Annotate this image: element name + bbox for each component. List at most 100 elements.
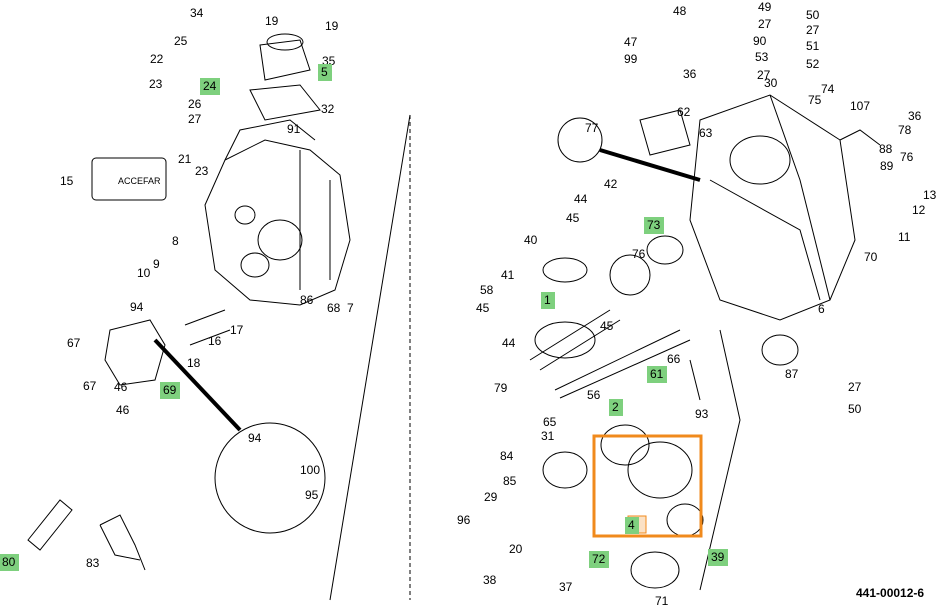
callout-63[interactable]: 63 bbox=[699, 126, 713, 140]
callout-23[interactable]: 23 bbox=[149, 77, 163, 91]
callout-50[interactable]: 50 bbox=[848, 402, 862, 416]
callout-88[interactable]: 88 bbox=[879, 142, 893, 156]
callout-37[interactable]: 37 bbox=[559, 580, 573, 594]
callout-77[interactable]: 77 bbox=[585, 121, 599, 135]
callout-45[interactable]: 45 bbox=[566, 211, 580, 225]
callout-5[interactable]: 5 bbox=[318, 64, 332, 81]
callout-107[interactable]: 107 bbox=[850, 99, 870, 113]
callout-27[interactable]: 27 bbox=[757, 68, 771, 82]
callout-4[interactable]: 4 bbox=[625, 517, 639, 534]
callout-32[interactable]: 32 bbox=[321, 102, 335, 116]
callout-66[interactable]: 66 bbox=[667, 352, 681, 366]
callout-27[interactable]: 27 bbox=[848, 380, 862, 394]
callout-68[interactable]: 68 bbox=[327, 301, 341, 315]
callout-19[interactable]: 19 bbox=[325, 19, 339, 33]
callout-42[interactable]: 42 bbox=[604, 177, 618, 191]
callout-75[interactable]: 75 bbox=[808, 93, 822, 107]
callout-17[interactable]: 17 bbox=[230, 323, 244, 337]
callout-99[interactable]: 99 bbox=[624, 52, 638, 66]
callout-70[interactable]: 70 bbox=[864, 250, 878, 264]
callout-12[interactable]: 12 bbox=[912, 203, 926, 217]
callout-95[interactable]: 95 bbox=[305, 488, 319, 502]
callout-71[interactable]: 71 bbox=[655, 594, 669, 608]
callout-8[interactable]: 8 bbox=[172, 234, 179, 248]
callout-80[interactable]: 80 bbox=[0, 554, 19, 571]
callout-58[interactable]: 58 bbox=[480, 283, 494, 297]
callout-100[interactable]: 100 bbox=[300, 463, 320, 477]
callout-74[interactable]: 74 bbox=[821, 82, 835, 96]
callout-2[interactable]: 2 bbox=[609, 399, 623, 416]
callout-36[interactable]: 36 bbox=[683, 67, 697, 81]
callout-53[interactable]: 53 bbox=[755, 50, 769, 64]
callout-25[interactable]: 25 bbox=[174, 34, 188, 48]
callout-78[interactable]: 78 bbox=[898, 123, 912, 137]
callout-87[interactable]: 87 bbox=[785, 367, 799, 381]
callout-38[interactable]: 38 bbox=[483, 573, 497, 587]
callout-93[interactable]: 93 bbox=[695, 407, 709, 421]
callout-89[interactable]: 89 bbox=[880, 159, 894, 173]
callout-47[interactable]: 47 bbox=[624, 35, 638, 49]
callout-76[interactable]: 76 bbox=[632, 247, 646, 261]
callout-48[interactable]: 48 bbox=[673, 4, 687, 18]
callout-83[interactable]: 83 bbox=[86, 556, 100, 570]
callout-16[interactable]: 16 bbox=[208, 334, 222, 348]
callout-22[interactable]: 22 bbox=[150, 52, 164, 66]
callout-10[interactable]: 10 bbox=[137, 266, 151, 280]
callout-26[interactable]: 26 bbox=[188, 97, 202, 111]
callout-31[interactable]: 31 bbox=[541, 429, 555, 443]
callout-34[interactable]: 34 bbox=[190, 6, 204, 20]
callout-50[interactable]: 50 bbox=[806, 8, 820, 22]
callout-1[interactable]: 1 bbox=[541, 292, 555, 309]
callout-96[interactable]: 96 bbox=[457, 513, 471, 527]
callout-46[interactable]: 46 bbox=[114, 380, 128, 394]
callout-29[interactable]: 29 bbox=[484, 490, 498, 504]
callout-44[interactable]: 44 bbox=[502, 336, 516, 350]
callout-20[interactable]: 20 bbox=[509, 542, 523, 556]
callout-36[interactable]: 36 bbox=[908, 109, 922, 123]
callout-27[interactable]: 27 bbox=[188, 112, 202, 126]
callout-84[interactable]: 84 bbox=[500, 449, 514, 463]
callout-24[interactable]: 24 bbox=[200, 78, 220, 95]
callout-94[interactable]: 94 bbox=[248, 431, 262, 445]
callout-11[interactable]: 11 bbox=[898, 230, 911, 244]
callout-51[interactable]: 51 bbox=[806, 39, 820, 53]
callout-49[interactable]: 49 bbox=[758, 0, 772, 14]
callout-39[interactable]: 39 bbox=[708, 549, 728, 566]
callout-61[interactable]: 61 bbox=[647, 366, 667, 383]
callout-13[interactable]: 13 bbox=[923, 188, 937, 202]
callout-28[interactable]: 28 bbox=[0, 0, 14, 3]
callout-67[interactable]: 67 bbox=[83, 379, 97, 393]
callout-45[interactable]: 45 bbox=[600, 319, 614, 333]
callout-21[interactable]: 21 bbox=[178, 152, 192, 166]
callout-45[interactable]: 45 bbox=[476, 301, 490, 315]
callout-56[interactable]: 56 bbox=[587, 388, 601, 402]
callout-67[interactable]: 67 bbox=[67, 336, 81, 350]
callout-91[interactable]: 91 bbox=[287, 122, 301, 136]
callout-6[interactable]: 6 bbox=[818, 302, 825, 316]
callout-72[interactable]: 72 bbox=[589, 551, 609, 568]
callout-18[interactable]: 18 bbox=[187, 356, 201, 370]
callout-30[interactable]: 30 bbox=[764, 76, 778, 90]
callout-23[interactable]: 23 bbox=[195, 164, 209, 178]
callout-9[interactable]: 9 bbox=[153, 257, 160, 271]
callout-46[interactable]: 46 bbox=[116, 403, 130, 417]
callout-76[interactable]: 76 bbox=[900, 150, 914, 164]
callout-41[interactable]: 41 bbox=[501, 268, 515, 282]
callout-27[interactable]: 27 bbox=[758, 17, 772, 31]
callout-85[interactable]: 85 bbox=[503, 474, 517, 488]
callout-19[interactable]: 19 bbox=[265, 14, 279, 28]
callout-7[interactable]: 7 bbox=[347, 301, 354, 315]
callout-15[interactable]: 15 bbox=[60, 174, 74, 188]
callout-94[interactable]: 94 bbox=[130, 300, 144, 314]
callout-62[interactable]: 62 bbox=[677, 105, 691, 119]
callout-44[interactable]: 44 bbox=[574, 192, 588, 206]
callout-86[interactable]: 86 bbox=[300, 293, 314, 307]
callout-69[interactable]: 69 bbox=[160, 382, 180, 399]
callout-90[interactable]: 90 bbox=[753, 34, 767, 48]
callout-52[interactable]: 52 bbox=[806, 57, 820, 71]
callout-65[interactable]: 65 bbox=[543, 415, 557, 429]
callout-27[interactable]: 27 bbox=[806, 23, 820, 37]
callout-73[interactable]: 73 bbox=[644, 217, 664, 234]
callout-40[interactable]: 40 bbox=[524, 233, 538, 247]
callout-79[interactable]: 79 bbox=[494, 381, 508, 395]
